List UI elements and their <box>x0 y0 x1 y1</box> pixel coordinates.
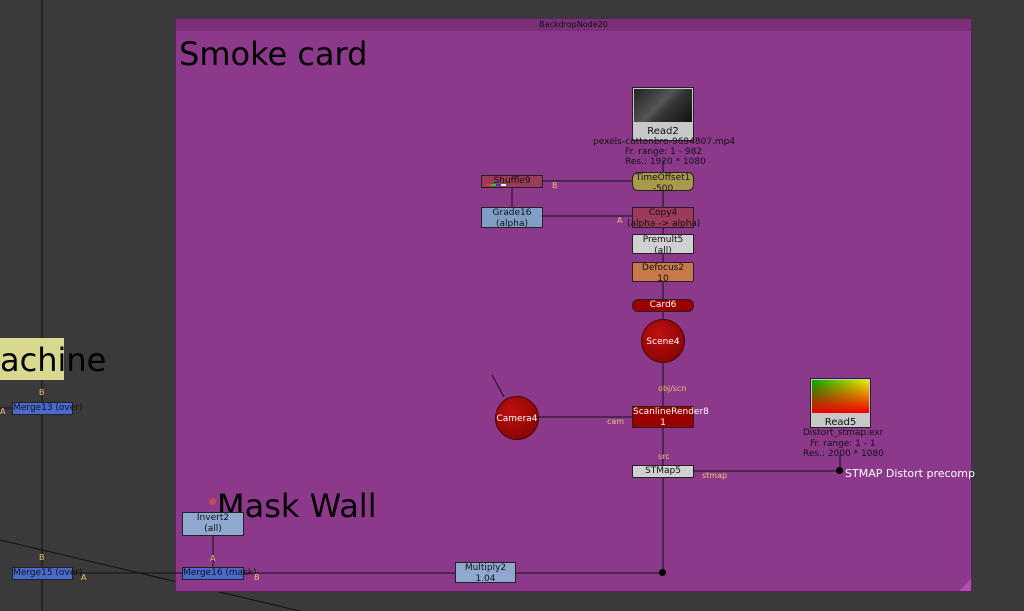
scanlinerender8-name: ScanlineRender8 <box>633 407 709 417</box>
backdrop-resize-handle[interactable] <box>959 579 971 591</box>
read5-name: Read5 <box>824 417 857 428</box>
card6-name: Card6 <box>649 300 677 310</box>
merge16-name: Merge16 (mask) <box>183 568 257 578</box>
premult5-sub: (all) <box>654 246 672 256</box>
machine-backdrop-fragment[interactable] <box>0 338 64 380</box>
stmap5-stmap-port: stmap <box>702 471 728 480</box>
dot-stmap[interactable] <box>836 467 843 474</box>
invert2-sub: (all) <box>204 524 222 534</box>
stmap-src-port: src <box>658 452 670 461</box>
scene4-name: Scene4 <box>646 337 680 347</box>
grade16-sub: (alpha) <box>496 219 528 229</box>
scene4-node[interactable]: Scene4 <box>641 319 685 363</box>
premult5-name: Premult5 <box>642 235 684 245</box>
read2-file: pexels-cottonbro-9694807.mp4 <box>593 137 736 147</box>
merge16-a-port: A <box>210 554 216 563</box>
scanlinerender8-sub: 1 <box>660 418 666 428</box>
read2-node[interactable]: Read2 <box>632 87 694 141</box>
premult5-node[interactable]: Premult5 (all) <box>632 234 694 256</box>
copy4-a-port: A <box>617 216 623 225</box>
stmap-precomp-label: STMAP Distort precomp <box>845 467 975 480</box>
read2-range: Fr. range: 1 - 982 <box>625 147 703 157</box>
grade16-name: Grade16 <box>492 208 532 218</box>
stmap5-name: STMap5 <box>645 466 681 476</box>
copy4-node[interactable]: Copy4 (alpha -> alpha) <box>627 207 700 229</box>
defocus2-node[interactable]: Defocus2 10 <box>632 262 694 284</box>
multiply2-sub: 1.04 <box>475 574 496 584</box>
read2-res: Res.: 1920 * 1080 <box>625 157 706 167</box>
machine-label: achine <box>0 341 107 379</box>
merge16-b-port: B <box>254 573 260 582</box>
scanline-objscn-port: obj/scn <box>658 384 687 393</box>
read2-thumbnail <box>634 89 692 122</box>
merge15-name: Merge15 (over) <box>13 568 83 578</box>
mask-input-dot[interactable] <box>209 498 216 505</box>
scanlinerender8-node[interactable]: ScanlineRender8 1 <box>632 406 709 428</box>
defocus2-name: Defocus2 <box>641 263 685 273</box>
backdrop-title: BackdropNode20 <box>176 19 971 31</box>
invert2-name: Invert2 <box>196 513 230 523</box>
read5-file: Distort_stmap.exr <box>803 428 884 438</box>
multiply2-name: Multiply2 <box>464 563 507 573</box>
multiply2-node[interactable]: Multiply2 1.04 <box>455 562 516 584</box>
dot-multiply[interactable] <box>659 569 666 576</box>
camera4-name: Camera4 <box>496 414 538 424</box>
shuffle9-node[interactable]: Shuffle9 <box>481 175 543 188</box>
backdrop-label: Smoke card <box>179 35 368 73</box>
merge13-name: Merge13 (over) <box>13 403 83 413</box>
copy4-sub: (alpha -> alpha) <box>627 219 701 229</box>
merge13-b-port: B <box>39 388 45 397</box>
stmap5-node[interactable]: STMap5 <box>632 465 694 478</box>
invert2-node[interactable]: Invert2 (all) <box>182 512 244 536</box>
timeoffset1-value: -500 <box>652 184 674 194</box>
read5-res: Res.: 2000 * 1080 <box>803 449 884 459</box>
camera4-node[interactable]: Camera4 <box>495 396 539 440</box>
read5-range: Fr. range: 1 - 1 <box>810 439 876 449</box>
merge13-a-port: A <box>0 407 6 416</box>
read5-thumbnail <box>812 380 869 413</box>
defocus2-sub: 10 <box>657 274 669 284</box>
copy4-name: Copy4 <box>648 208 678 218</box>
shuffle9-channels <box>486 184 506 186</box>
merge15-node[interactable]: Merge15 (over) <box>12 567 83 580</box>
backdrop-node[interactable]: BackdropNode20 Smoke card <box>175 18 972 592</box>
merge13-node[interactable]: Merge13 (over) <box>12 402 83 415</box>
card6-node[interactable]: Card6 <box>632 299 694 312</box>
timeoffset1-name: TimeOffset1 <box>635 173 691 183</box>
shuffle9-b-port: B <box>552 181 558 190</box>
grade16-node[interactable]: Grade16 (alpha) <box>481 207 543 229</box>
merge15-b-port: B <box>39 553 45 562</box>
shuffle9-name: Shuffle9 <box>493 176 531 186</box>
merge15-a-port: A <box>81 573 87 582</box>
read5-node[interactable]: Read5 <box>810 378 871 428</box>
timeoffset1-node[interactable]: TimeOffset1 -500 <box>632 172 694 194</box>
scanline-cam-port: cam <box>607 417 625 426</box>
read2-name: Read2 <box>647 126 679 137</box>
merge16-node[interactable]: Merge16 (mask) <box>182 567 257 580</box>
